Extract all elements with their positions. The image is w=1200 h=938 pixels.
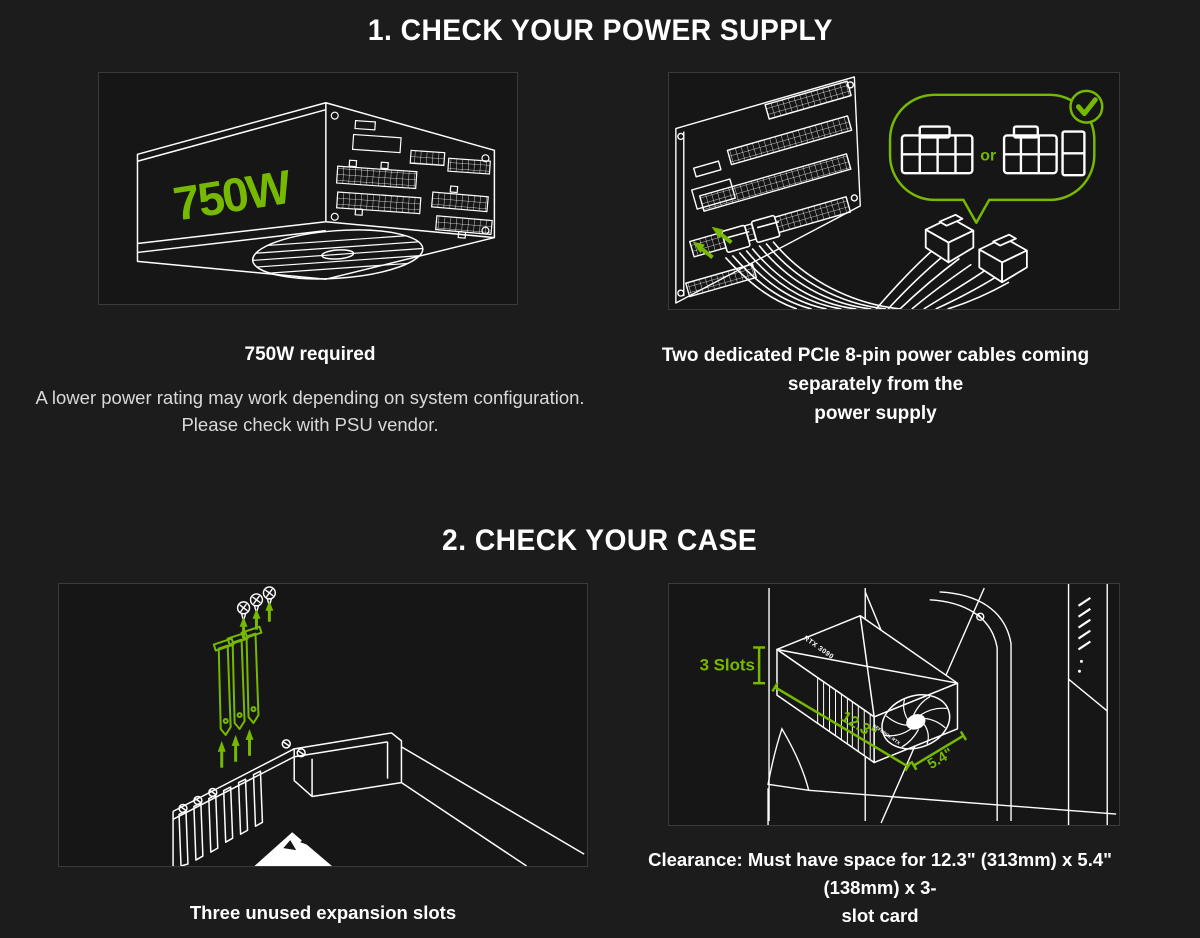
clearance-caption-line-2: slot card	[841, 905, 919, 926]
case-vents	[1077, 596, 1091, 651]
psu-caption-title: 750W required	[40, 340, 580, 369]
clearance-caption-line-1: Clearance: Must have space for 12.3" (31…	[648, 849, 1112, 898]
psu-caption-title-text: 750W required	[244, 344, 376, 365]
depth-dimension-line	[910, 730, 968, 771]
clearance-caption: Clearance: Must have space for 12.3" (31…	[625, 846, 1135, 930]
speech-bubble: or	[888, 89, 1104, 224]
or-label: or	[980, 147, 996, 164]
case-rear-bracket	[172, 732, 585, 866]
gpu-card: RTX 3090 GEFORCE RTX	[776, 614, 959, 764]
case-floor-highlight	[254, 832, 332, 866]
cables-caption-line-2: power supply	[814, 403, 937, 424]
case-clearance-illustration: RTX 3090 GEFORCE RTX 3 Slots 12.3"	[700, 584, 1117, 825]
psu-illustration: 750W	[136, 101, 496, 280]
empty-slot-openings	[222, 770, 264, 843]
pcie-cables-panel: or	[668, 72, 1120, 310]
six-plus-two-pin-connector	[1002, 125, 1086, 177]
slots-caption-text: Three unused expansion slots	[189, 902, 457, 923]
section-case-heading-text: 2. CHECK YOUR CASE	[442, 524, 758, 557]
psu-note-line-1: A lower power rating may work depending …	[35, 387, 585, 408]
screw-icons	[236, 586, 277, 624]
psu-wattage-panel: 750W	[98, 72, 518, 305]
depth-dimension-label: 5.4"	[925, 745, 956, 773]
check-icon	[1069, 89, 1104, 124]
installed-slot-covers	[178, 787, 219, 866]
slot-cover	[212, 637, 235, 736]
section-case-heading: 2. CHECK YOUR CASE	[0, 524, 1200, 558]
section-power-heading-text: 1. CHECK YOUR POWER SUPPLY	[367, 14, 833, 47]
psu-connector-grids	[335, 149, 493, 236]
psu-fan	[251, 229, 424, 280]
eight-pin-connector	[900, 125, 974, 175]
case-clearance-panel: RTX 3090 GEFORCE RTX 3 Slots 12.3"	[668, 583, 1120, 826]
pcie-cables-illustration: or	[675, 76, 1104, 309]
psu-box-outline	[136, 101, 496, 280]
green-arrow-icons	[692, 226, 733, 259]
expansion-slots-panel	[58, 583, 588, 867]
slot-covers	[212, 625, 263, 736]
cables-caption: Two dedicated PCIe 8-pin power cables co…	[623, 341, 1128, 428]
case-frame	[767, 584, 1117, 825]
gpu-fan	[881, 694, 951, 750]
lower-green-arrows	[217, 728, 254, 768]
section-power-heading: 1. CHECK YOUR POWER SUPPLY	[0, 14, 1200, 48]
length-dimension-line	[771, 682, 912, 772]
psu-caption-note: A lower power rating may work depending …	[10, 384, 610, 438]
cable-plug-heads	[924, 213, 1028, 284]
cables-caption-line-1: Two dedicated PCIe 8-pin power cables co…	[661, 345, 1090, 395]
slot-cover	[240, 625, 263, 725]
slots-caption: Three unused expansion slots	[58, 898, 588, 927]
plugged-connectors	[721, 214, 781, 253]
slots-dimension-bracket	[753, 646, 766, 685]
psu-note-line-2: Please check with PSU vendor.	[181, 414, 439, 435]
wattage-label: 750W	[170, 161, 295, 232]
psu-back-panel	[675, 76, 861, 304]
gpu-fins	[817, 678, 871, 760]
cable-bundle-left	[724, 241, 902, 309]
expansion-slots-illustration	[172, 586, 585, 866]
slots-dimension-label: 3 Slots	[700, 655, 755, 674]
psu-rear-details	[330, 111, 493, 239]
psu-socket-grids	[685, 80, 853, 298]
